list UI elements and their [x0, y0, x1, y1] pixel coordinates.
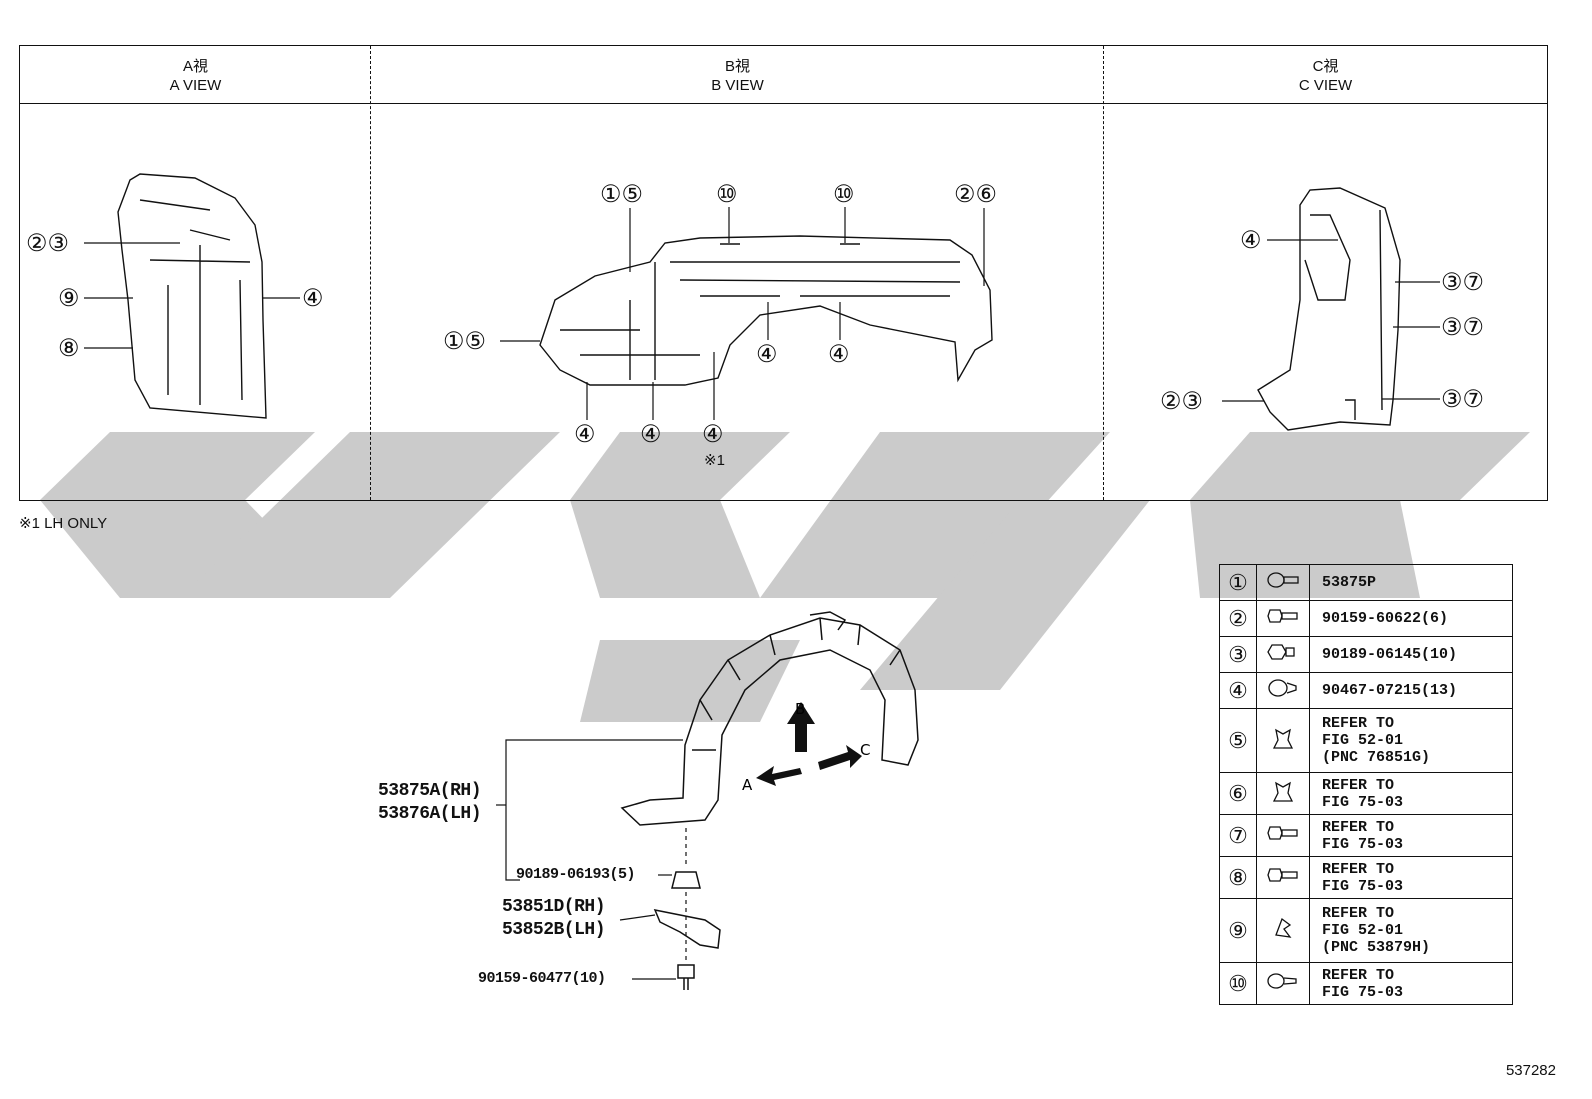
spring-clip-icon [1256, 898, 1310, 963]
c-view-header: C視 C VIEW [1104, 46, 1547, 104]
bolt-icon [1256, 856, 1310, 899]
footnote: ※1 LH ONLY [19, 515, 108, 532]
callout-label: ③⑦ [1441, 269, 1485, 296]
callout-label: ①⑤ [600, 181, 644, 208]
callout-label: ③⑦ [1441, 314, 1485, 341]
legend-row: ② 90159-60622(6) [1219, 600, 1513, 637]
rivet-clip-icon [1256, 962, 1310, 1005]
callout-label: ②⑥ [954, 181, 998, 208]
callout-label: ⑧ [58, 335, 80, 362]
arrow-label-a: A [742, 776, 753, 794]
a-view-jp: A視 [182, 58, 208, 75]
bolt-icon [1256, 814, 1310, 857]
b-view-en: B VIEW [711, 77, 764, 94]
retainer-clip-icon [1256, 772, 1310, 815]
callout-label: ④ [1240, 227, 1262, 254]
screw-grommet-icon [1256, 564, 1310, 601]
legend-part-text: REFER TO FIG 75-03 [1309, 962, 1513, 1005]
part-number-clip: 90189-06193(5) [516, 866, 636, 883]
legend-row: ③ 90189-06145(10) [1219, 636, 1513, 673]
legend-row: ⑥ REFER TO FIG 75-03 [1219, 772, 1513, 815]
a-view-header: A視 A VIEW [20, 46, 371, 104]
legend-number: ⑩ [1219, 962, 1257, 1005]
legend-part-text: 53875P [1309, 564, 1513, 601]
retainer-clip-icon [1256, 708, 1310, 773]
callout-label: ④ [640, 421, 662, 448]
legend-number: ⑨ [1219, 898, 1257, 963]
a-view-en: A VIEW [169, 77, 222, 94]
figure-number: 537282 [1505, 1062, 1556, 1079]
callout-label: ④ [828, 341, 850, 368]
legend-part-text: REFER TO FIG 52-01 (PNC 76851G) [1309, 708, 1513, 773]
c-view-en: C VIEW [1298, 77, 1353, 94]
legend-number: ⑥ [1219, 772, 1257, 815]
callout-label: ②③ [26, 230, 70, 257]
legend-part-text: REFER TO FIG 75-03 [1309, 772, 1513, 815]
fastener-legend: ① 53875P ② 90159-60622(6) ③ 90189-06145(10) ④ 9… [1219, 564, 1513, 1005]
callout-label: ②③ [1160, 388, 1204, 415]
arrow-label-b: B [795, 700, 805, 718]
legend-number: ③ [1219, 636, 1257, 673]
legend-number: ⑧ [1219, 856, 1257, 899]
nut-icon [1256, 636, 1310, 673]
callout-label: ③⑦ [1441, 386, 1485, 413]
callout-label: ④ [574, 421, 596, 448]
c-view-jp: C視 [1312, 58, 1339, 75]
callout-label: ①⑤ [443, 328, 487, 355]
push-clip-icon [1256, 672, 1310, 709]
legend-part-text: REFER TO FIG 75-03 [1309, 856, 1513, 899]
b-view-header: B視 B VIEW [371, 46, 1104, 104]
views-table: A視 A VIEW B視 B VIEW C視 C VIEW [19, 45, 1548, 501]
arrow-label-c: C [860, 741, 870, 759]
legend-number: ⑤ [1219, 708, 1257, 773]
b-view-jp: B視 [724, 58, 750, 75]
legend-row: ⑦ REFER TO FIG 75-03 [1219, 814, 1513, 857]
part-number-liner: 53875A(RH) 53876A(LH) [378, 781, 482, 824]
callout-label: ④ [756, 341, 778, 368]
legend-row: ⑧ REFER TO FIG 75-03 [1219, 856, 1513, 899]
legend-part-text: 90467-07215(13) [1309, 672, 1513, 709]
bolt-icon [1256, 600, 1310, 637]
legend-part-text: REFER TO FIG 75-03 [1309, 814, 1513, 857]
legend-row: ① 53875P [1219, 564, 1513, 601]
legend-part-text: 90189-06145(10) [1309, 636, 1513, 673]
callout-label: ⑩ [833, 181, 855, 208]
legend-row: ⑩ REFER TO FIG 75-03 [1219, 962, 1513, 1005]
legend-number: ① [1219, 564, 1257, 601]
callout-label: ④ [302, 285, 324, 312]
callout-label: ⑩ [716, 181, 738, 208]
callout-label: ④ [702, 421, 724, 448]
footnote-marker: ※1 [704, 452, 725, 469]
legend-row: ⑨ REFER TO FIG 52-01 (PNC 53879H) [1219, 898, 1513, 963]
part-number-shield: 53851D(RH) 53852B(LH) [502, 897, 606, 940]
divider [1103, 46, 1104, 500]
divider [370, 46, 371, 500]
part-number-bolt: 90159-60477(10) [478, 970, 606, 987]
legend-part-text: REFER TO FIG 52-01 (PNC 53879H) [1309, 898, 1513, 963]
legend-row: ⑤ REFER TO FIG 52-01 (PNC 76851G) [1219, 708, 1513, 773]
legend-number: ② [1219, 600, 1257, 637]
legend-part-text: 90159-60622(6) [1309, 600, 1513, 637]
legend-number: ⑦ [1219, 814, 1257, 857]
callout-label: ⑨ [58, 285, 80, 312]
legend-row: ④ 90467-07215(13) [1219, 672, 1513, 709]
legend-number: ④ [1219, 672, 1257, 709]
